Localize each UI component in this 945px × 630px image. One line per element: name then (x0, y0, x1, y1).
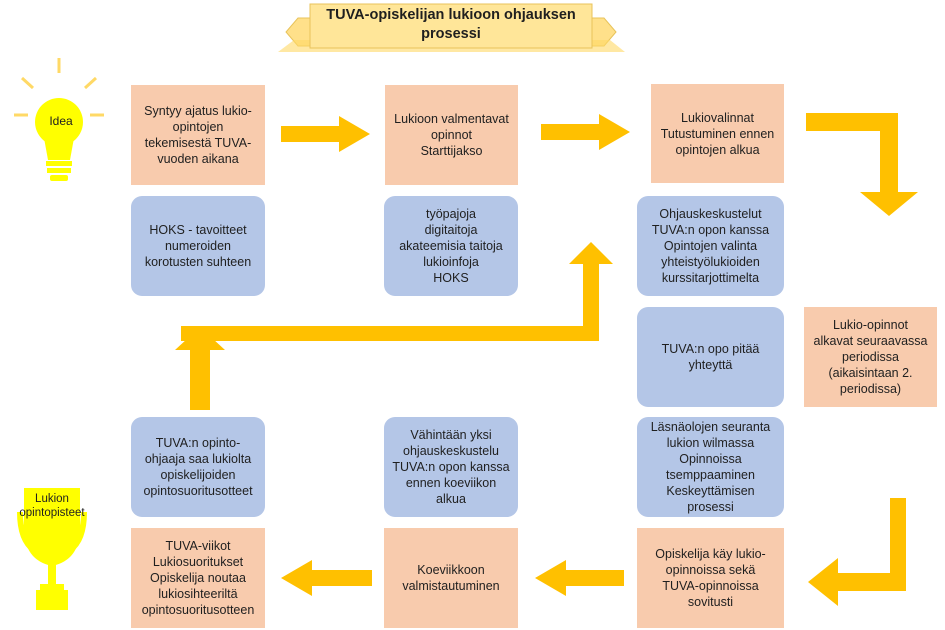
title-banner (278, 3, 625, 52)
step-box-1: Syntyy ajatus lukio- opintojen tekemises… (131, 85, 265, 185)
note-box-hoks: HOKS - tavoitteet numeroiden korotusten … (131, 196, 265, 296)
trophy-icon (17, 488, 87, 610)
note-box-exam-counselling: Vähintään yksi ohjauskeskustelu TUVA:n o… (384, 417, 518, 517)
arrow-right-1 (281, 116, 370, 152)
diagram-title: TUVA-opiskelijan lukioon ohjauksen prose… (326, 7, 576, 42)
note-box-transcripts: TUVA:n opinto- ohjaaja saa lukiolta opis… (131, 417, 265, 517)
note-box-contact: TUVA:n opo pitää yhteyttä (637, 307, 784, 407)
arrow-left-1 (535, 560, 624, 596)
note-box-workshops: työpajoja digitaitoja akateemisia taitoj… (384, 196, 518, 296)
step-box-4: Lukio-opinnot alkavat seuraavassa period… (804, 307, 937, 407)
step-box-5: Opiskelija käy lukio- opinnoissa sekä TU… (637, 528, 784, 628)
note-box-counselling: Ohjauskeskustelut TUVA:n opon kanssa Opi… (637, 196, 784, 296)
step-box-6: Koeviikkoon valmistautuminen (384, 528, 518, 628)
trophy-label: Lukion opintopisteet (19, 493, 85, 520)
step-box-7: TUVA-viikot Lukiosuoritukset Opiskelija … (131, 528, 265, 628)
idea-label: Idea (49, 114, 73, 128)
arrow-loop-up (175, 242, 613, 410)
arrow-corner-down (806, 113, 918, 216)
step-box-3: Lukiovalinnat Tutustuminen ennen opintoj… (651, 84, 784, 183)
arrow-right-2 (541, 114, 630, 150)
lightbulb-icon (14, 58, 104, 181)
banner-face (309, 3, 593, 49)
arrow-corner-left (808, 498, 906, 606)
arrow-left-2 (281, 560, 372, 596)
note-box-attendance: Läsnäolojen seuranta lukion wilmassa Opi… (637, 417, 784, 517)
step-box-2: Lukioon valmentavat opinnot Starttijakso (385, 85, 518, 185)
